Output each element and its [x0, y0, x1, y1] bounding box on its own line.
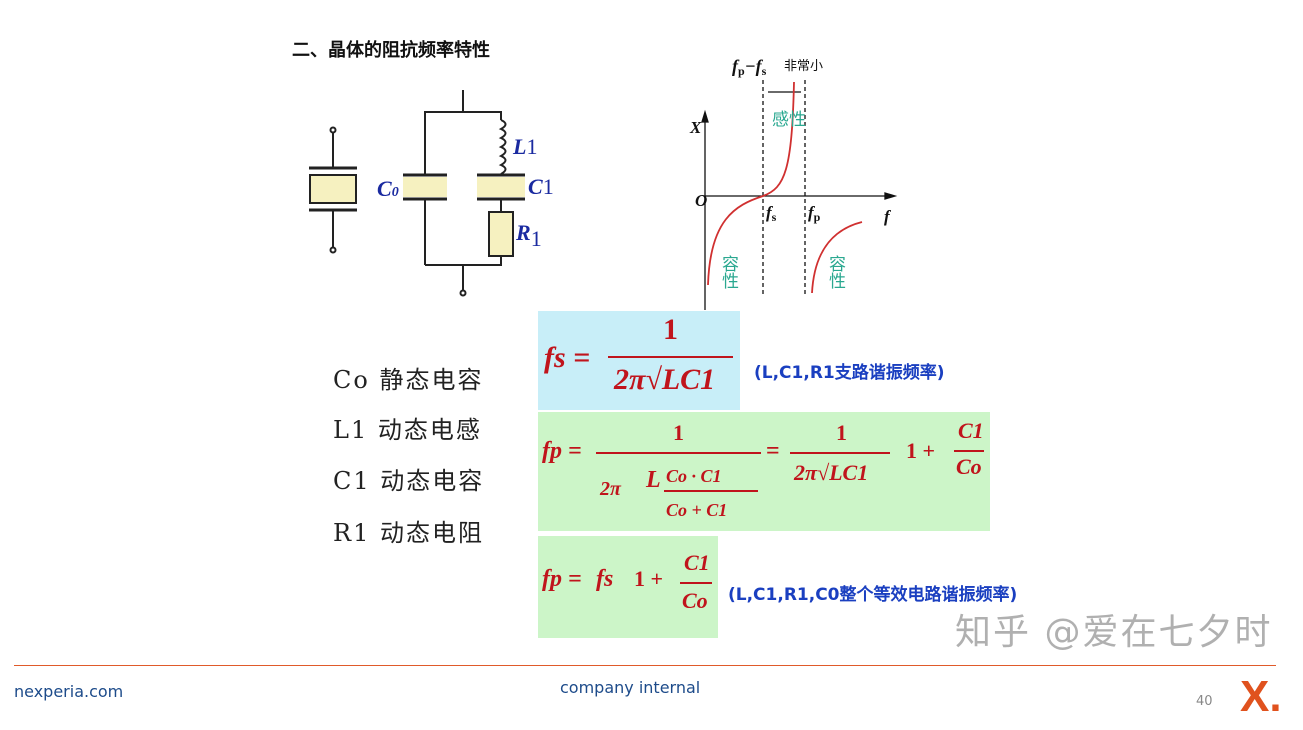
legend-c0: Co 静态电容 — [333, 366, 484, 394]
formula-fp-simplified: fp = fs 1 + C1 Co — [538, 536, 718, 638]
fp-label: fp — [808, 203, 821, 224]
page-number: 40 — [1196, 694, 1213, 709]
reactance-frequency-graph: fp−fs 非常小 X f O fs fp 感性 容性 容性 — [689, 56, 898, 310]
fp-note: (L,C1,R1,C0整个等效电路谐振频率) — [728, 585, 1018, 605]
c0-label: C — [377, 176, 392, 201]
small-difference-label: 非常小 — [784, 59, 823, 74]
legend-r1: R1 动态电阻 — [333, 519, 484, 547]
x-axis-label: f — [884, 207, 892, 226]
r1-label: R — [515, 220, 531, 245]
inductive-label: 感性 — [772, 110, 806, 130]
watermark: 知乎 @爱在七夕时 — [955, 612, 1273, 653]
crystal-equivalent-circuit: C0 L1 C1 R1 — [309, 90, 554, 297]
svg-text:R1: R1 — [515, 220, 542, 251]
l1-label: L — [512, 134, 526, 159]
legend-l1: L1 动态电感 — [333, 416, 482, 444]
formula-fp: fp = 1 2π L Co · C1 Co + C1 = 1 2π√LC1 1… — [538, 412, 990, 531]
svg-text:C0: C0 — [377, 176, 399, 201]
capacitive-right-label: 容性 — [825, 255, 846, 289]
legend-c1: C1 动态电容 — [333, 467, 485, 495]
capacitive-left-label: 容性 — [718, 255, 739, 289]
footer-divider — [14, 665, 1276, 666]
origin-label: O — [695, 191, 707, 210]
svg-text:L1: L1 — [512, 134, 537, 159]
difference-label: fp−fs — [732, 56, 767, 78]
footer-site-link[interactable]: nexperia.com — [14, 682, 124, 701]
slide-title: 二、晶体的阻抗频率特性 — [292, 40, 490, 61]
y-axis-label: X — [689, 118, 702, 137]
nexperia-logo: X. — [1240, 672, 1282, 721]
fs-note: (L,C1,R1支路谐振频率) — [754, 363, 945, 383]
svg-text:C1: C1 — [528, 174, 554, 199]
formula-fs: fs = 1 2π√LC1 — [538, 311, 740, 410]
footer-classification: company internal — [560, 678, 701, 697]
c1-label: C — [528, 174, 543, 199]
fs-label: fs — [766, 203, 777, 224]
